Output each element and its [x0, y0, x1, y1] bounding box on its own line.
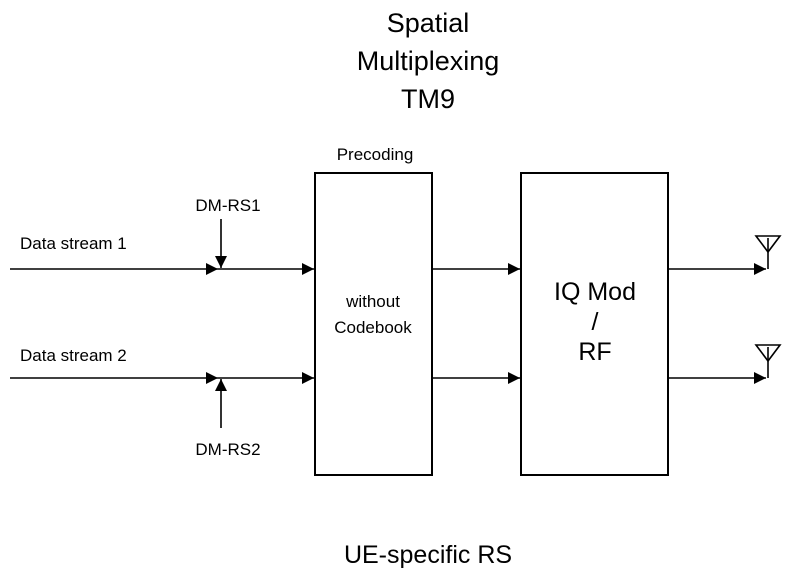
iq-slash-label: / — [592, 308, 599, 336]
data-stream-1-label: Data stream 1 — [20, 234, 127, 253]
diagram-title-line-3: TM9 — [401, 84, 455, 114]
iq-mod-rf-block — [520, 172, 669, 476]
precoding-label: Precoding — [337, 145, 414, 164]
precoding-block — [314, 172, 433, 476]
iq-mod-label: IQ Mod — [554, 278, 636, 306]
diagram-title-line-2: Multiplexing — [357, 46, 500, 76]
antenna-1-icon — [754, 235, 782, 269]
dm-rs2-label: DM-RS2 — [195, 440, 260, 459]
data-stream-2-label: Data stream 2 — [20, 346, 127, 365]
ue-specific-rs-footer: UE-specific RS — [344, 541, 512, 569]
precoding-block-label-line-1: without — [345, 292, 400, 311]
diagram-title-line-1: Spatial — [387, 8, 470, 38]
precoding-block-label-line-2: Codebook — [334, 318, 412, 337]
dm-rs1-label: DM-RS1 — [195, 196, 260, 215]
antenna-2-icon — [754, 344, 782, 378]
rf-label: RF — [578, 338, 611, 366]
